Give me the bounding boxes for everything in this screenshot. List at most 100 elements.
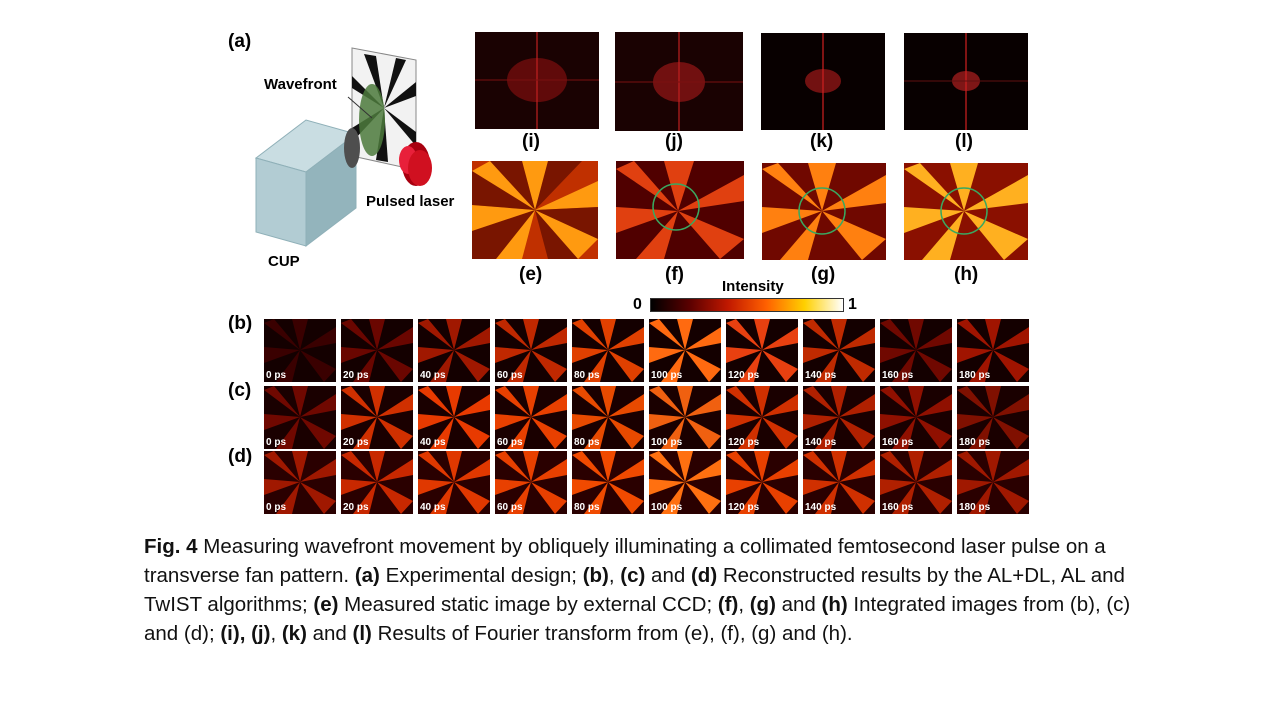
frame-image [418, 386, 490, 449]
time-label: 160 ps [882, 370, 914, 381]
caption-e: (e) [313, 593, 339, 616]
frame-b-7: 140 ps [803, 319, 875, 382]
frame-b-3: 60 ps [495, 319, 567, 382]
caption-a: (a) [354, 564, 380, 587]
panel-label-i: (i) [522, 131, 540, 152]
time-label: 20 ps [343, 370, 369, 381]
frame-b-8: 160 ps [880, 319, 952, 382]
time-label: 40 ps [420, 370, 446, 381]
time-label: 180 ps [959, 502, 991, 513]
fan-blades [264, 319, 336, 382]
panel-label-j: (j) [665, 131, 683, 152]
frame-b-5: 100 ps [649, 319, 721, 382]
caption-s8: and [775, 593, 822, 616]
colorbar-title: Intensity [722, 278, 784, 295]
panel-label-c: (c) [228, 380, 252, 401]
caption-s11: and [306, 622, 353, 645]
caption-s7: , [738, 593, 750, 616]
fan-image-f [616, 161, 744, 259]
panel-label-d: (d) [228, 446, 253, 467]
fan-image-g [762, 163, 886, 260]
fan-blades [726, 451, 798, 514]
frame-d-3: 60 ps [495, 451, 567, 514]
caption-s2: Experimental design; [379, 564, 583, 587]
fan-blades [264, 451, 336, 514]
fan-blades [880, 451, 952, 514]
caption-k: (k) [281, 622, 307, 645]
frame-image [803, 319, 875, 382]
fan-blades [572, 451, 644, 514]
time-label: 0 ps [266, 437, 287, 448]
caption-f: (f) [717, 593, 739, 616]
frame-image [649, 386, 721, 449]
fan-blades [572, 386, 644, 449]
fan-blades [341, 386, 413, 449]
fft-panel-l [904, 33, 1028, 130]
frame-d-7: 140 ps [803, 451, 875, 514]
panel-label-k: (k) [810, 131, 834, 152]
time-label: 100 ps [651, 370, 683, 381]
frame-image [572, 386, 644, 449]
caption-s3: , [608, 564, 621, 587]
colorbar-min-label: 0 [633, 296, 642, 313]
frame-image [418, 451, 490, 514]
caption-s6: Measured static image by external CCD; [338, 593, 718, 616]
frame-c-3: 60 ps [495, 386, 567, 449]
time-label: 40 ps [420, 502, 446, 513]
frame-image [957, 319, 1029, 382]
frame-image [341, 319, 413, 382]
fan-blades [418, 451, 490, 514]
frame-c-4: 80 ps [572, 386, 644, 449]
caption-s1: Measuring wavefront movement by obliquel… [144, 535, 1106, 587]
fan-image-e [472, 161, 598, 259]
pulsed-laser-icon [399, 142, 432, 186]
frame-image [341, 451, 413, 514]
caption-s10: , [270, 622, 282, 645]
setup-illustration [254, 47, 432, 248]
fft-panel-i [475, 32, 599, 129]
frame-image [726, 319, 798, 382]
caption-ij: (i), (j) [220, 622, 271, 645]
fan-blades [957, 386, 1029, 449]
frame-image [880, 386, 952, 449]
fan-blades [880, 319, 952, 382]
frame-c-7: 140 ps [803, 386, 875, 449]
time-label: 180 ps [959, 370, 991, 381]
fft-image-j [615, 32, 743, 131]
region-circle-f [652, 183, 700, 231]
fan-blades [649, 451, 721, 514]
pulsed-laser-label: Pulsed laser [366, 193, 455, 210]
frame-c-2: 40 ps [418, 386, 490, 449]
frame-image [880, 451, 952, 514]
time-label: 140 ps [805, 437, 837, 448]
frame-image [341, 386, 413, 449]
fan-blades [726, 386, 798, 449]
frame-b-1: 20 ps [341, 319, 413, 382]
caption-d: (d) [690, 564, 718, 587]
frame-d-9: 180 ps [957, 451, 1029, 514]
frame-c-0: 0 ps [264, 386, 336, 449]
fan-blades [957, 319, 1029, 382]
fan-image-h [904, 163, 1028, 260]
time-label: 100 ps [651, 502, 683, 513]
frame-image [495, 319, 567, 382]
setup-diagram: Wavefront Pulsed laser CUP [248, 40, 470, 280]
figure-caption: Fig. 4 Measuring wavefront movement by o… [144, 532, 1144, 648]
time-label: 60 ps [497, 437, 523, 448]
frame-d-2: 40 ps [418, 451, 490, 514]
panel-label-l: (l) [955, 131, 973, 152]
caption-b: (b) [582, 564, 609, 587]
frame-image [649, 451, 721, 514]
frame-image [649, 319, 721, 382]
frame-image [495, 386, 567, 449]
frame-b-4: 80 ps [572, 319, 644, 382]
caption-l: (l) [352, 622, 372, 645]
frame-image [726, 451, 798, 514]
colorbar-max-label: 1 [848, 296, 857, 313]
integrated-image-g [762, 163, 886, 260]
integrated-image-f [616, 161, 744, 259]
time-label: 60 ps [497, 502, 523, 513]
panel-label-f: (f) [665, 264, 684, 285]
fan-blades [957, 451, 1029, 514]
